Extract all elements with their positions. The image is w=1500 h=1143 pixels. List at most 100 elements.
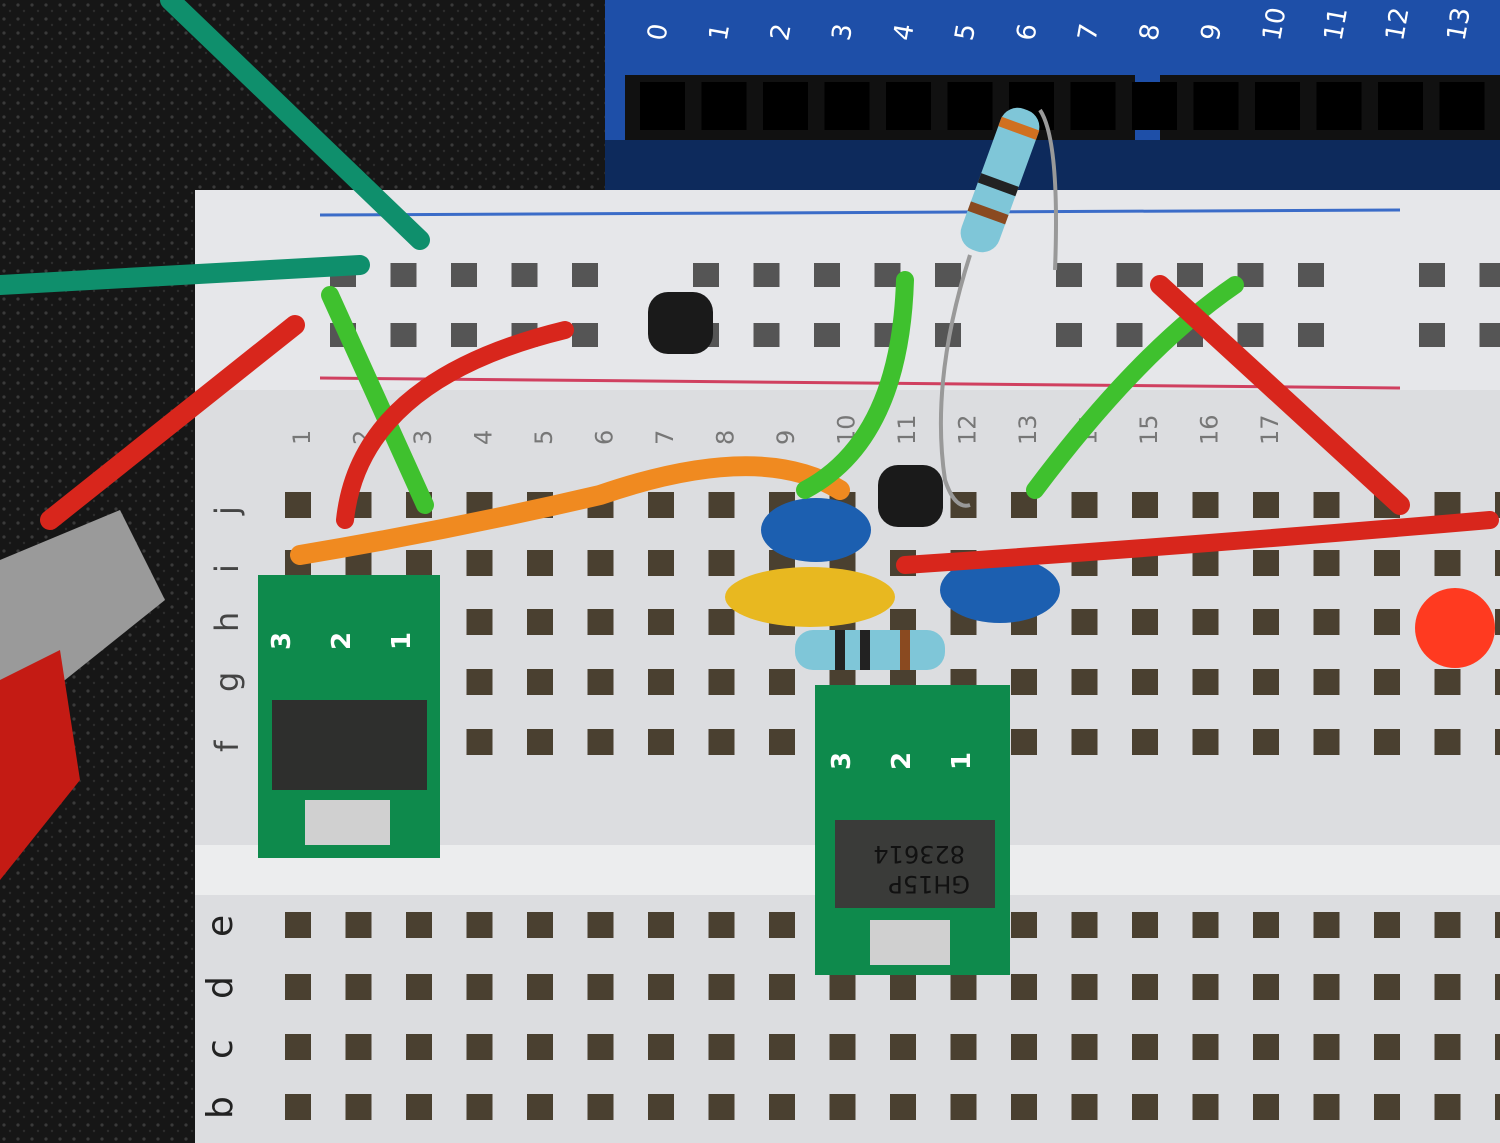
header-socket [1132,82,1177,130]
breadboard-hole [1374,669,1400,695]
breadboard-hole [1071,492,1098,518]
breadboard-hole [1192,974,1219,1000]
breadboard-hole [769,912,795,938]
header-socket [1193,82,1239,130]
capacitor-yellow [725,567,895,627]
breadboard-hole [1132,974,1158,1000]
breadboard-hole [587,550,614,576]
pin-label: 3 [267,632,297,650]
rail-hole [1298,263,1324,287]
breadboard-hole [708,729,735,755]
breadboard-hole [285,974,311,1000]
rail-hole [390,263,417,287]
breadboard-hole [708,550,735,576]
breadboard-hole [829,974,856,1000]
breadboard-hole [648,912,674,938]
breadboard-hole [1253,1034,1279,1060]
breadboard-hole [466,1094,493,1120]
rail-hole [1419,323,1445,347]
breadboard-hole [890,1034,916,1060]
breadboard-hole [1313,1034,1340,1060]
header-socket [824,82,870,130]
breadboard-hole [587,912,614,938]
breadboard-hole [1313,912,1340,938]
breadboard-hole [829,1034,856,1060]
breadboard-hole [285,912,311,938]
pin-label: 2 [765,21,797,43]
breadboard-hole [587,974,614,1000]
chip-marking: 823614 [873,840,965,868]
pin-label: 13 [1442,5,1477,43]
breadboard-hole [648,492,674,518]
breadboard-hole [1434,1094,1461,1120]
rail-hole [1419,263,1445,287]
breadboard-hole [587,729,614,755]
breadboard-hole [527,1034,553,1060]
rail-hole [390,323,417,347]
pin-label: 5 [950,21,982,43]
components [648,107,1495,670]
breadboard-hole [1253,729,1279,755]
breadboard-hole [587,609,614,635]
breadboard-hole [285,1034,311,1060]
column-number: 12 [954,414,982,445]
breadboard-hole [1434,1034,1461,1060]
row-letter: b [200,1096,241,1119]
breadboard-hole [1192,1094,1219,1120]
breadboard-hole [1011,669,1037,695]
rail-hole [1116,323,1143,347]
rail-hole [572,263,598,287]
column-number: 3 [409,430,437,445]
breadboard-hole [1374,1094,1400,1120]
rail-hole [1056,323,1082,347]
breadboard-hole [587,669,614,695]
rail-hole [451,263,477,287]
led-red [1415,588,1495,668]
column-number: 7 [651,430,679,445]
breadboard-hole [1495,669,1500,695]
row-letter: h [208,612,246,632]
breadboard-hole [527,550,553,576]
breadboard-hole [1374,729,1400,755]
breadboard-hole [1192,609,1219,635]
rail-hole [1177,263,1203,287]
breadboard-hole [406,912,432,938]
breadboard-hole [1495,609,1500,635]
breadboard-hole [1313,550,1340,576]
breadboard-hole [769,974,795,1000]
header-socket [1378,82,1423,130]
breadboard-hole [527,729,553,755]
header-socket [640,82,685,130]
capacitor-blue [940,557,1060,623]
breadboard-hole [1011,974,1037,1000]
breadboard-hole [708,609,735,635]
breadboard-hole [1253,912,1279,938]
breadboard-hole [1192,492,1219,518]
breadboard-hole [466,1034,493,1060]
breadboard-hole [1011,1034,1037,1060]
breadboard-hole [1495,550,1500,576]
breadboard-hole [648,669,674,695]
breadboard-hole [587,1094,614,1120]
column-number: 8 [712,430,740,445]
column-number: 11 [893,414,921,445]
breadboard-hole [1192,1034,1219,1060]
pin-label: 2 [327,632,357,650]
breadboard-hole [1374,912,1400,938]
pin-label: 12 [1380,5,1415,43]
breadboard-hole [1434,669,1461,695]
breadboard-hole [1313,729,1340,755]
breadboard-hole [345,1034,372,1060]
breadboard-hole [648,974,674,1000]
breadboard-hole [466,669,493,695]
breadboard-hole [285,1094,311,1120]
breadboard-hole [1071,669,1098,695]
breadboard-hole [1192,550,1219,576]
breadboard-hole [1495,492,1500,518]
breadboard-hole [1132,1034,1158,1060]
rail-hole [935,263,961,287]
breadboard-hole [1253,1094,1279,1120]
breadboard-hole [769,1094,795,1120]
breadboard-hole [1132,492,1158,518]
breadboard-hole [708,492,735,518]
